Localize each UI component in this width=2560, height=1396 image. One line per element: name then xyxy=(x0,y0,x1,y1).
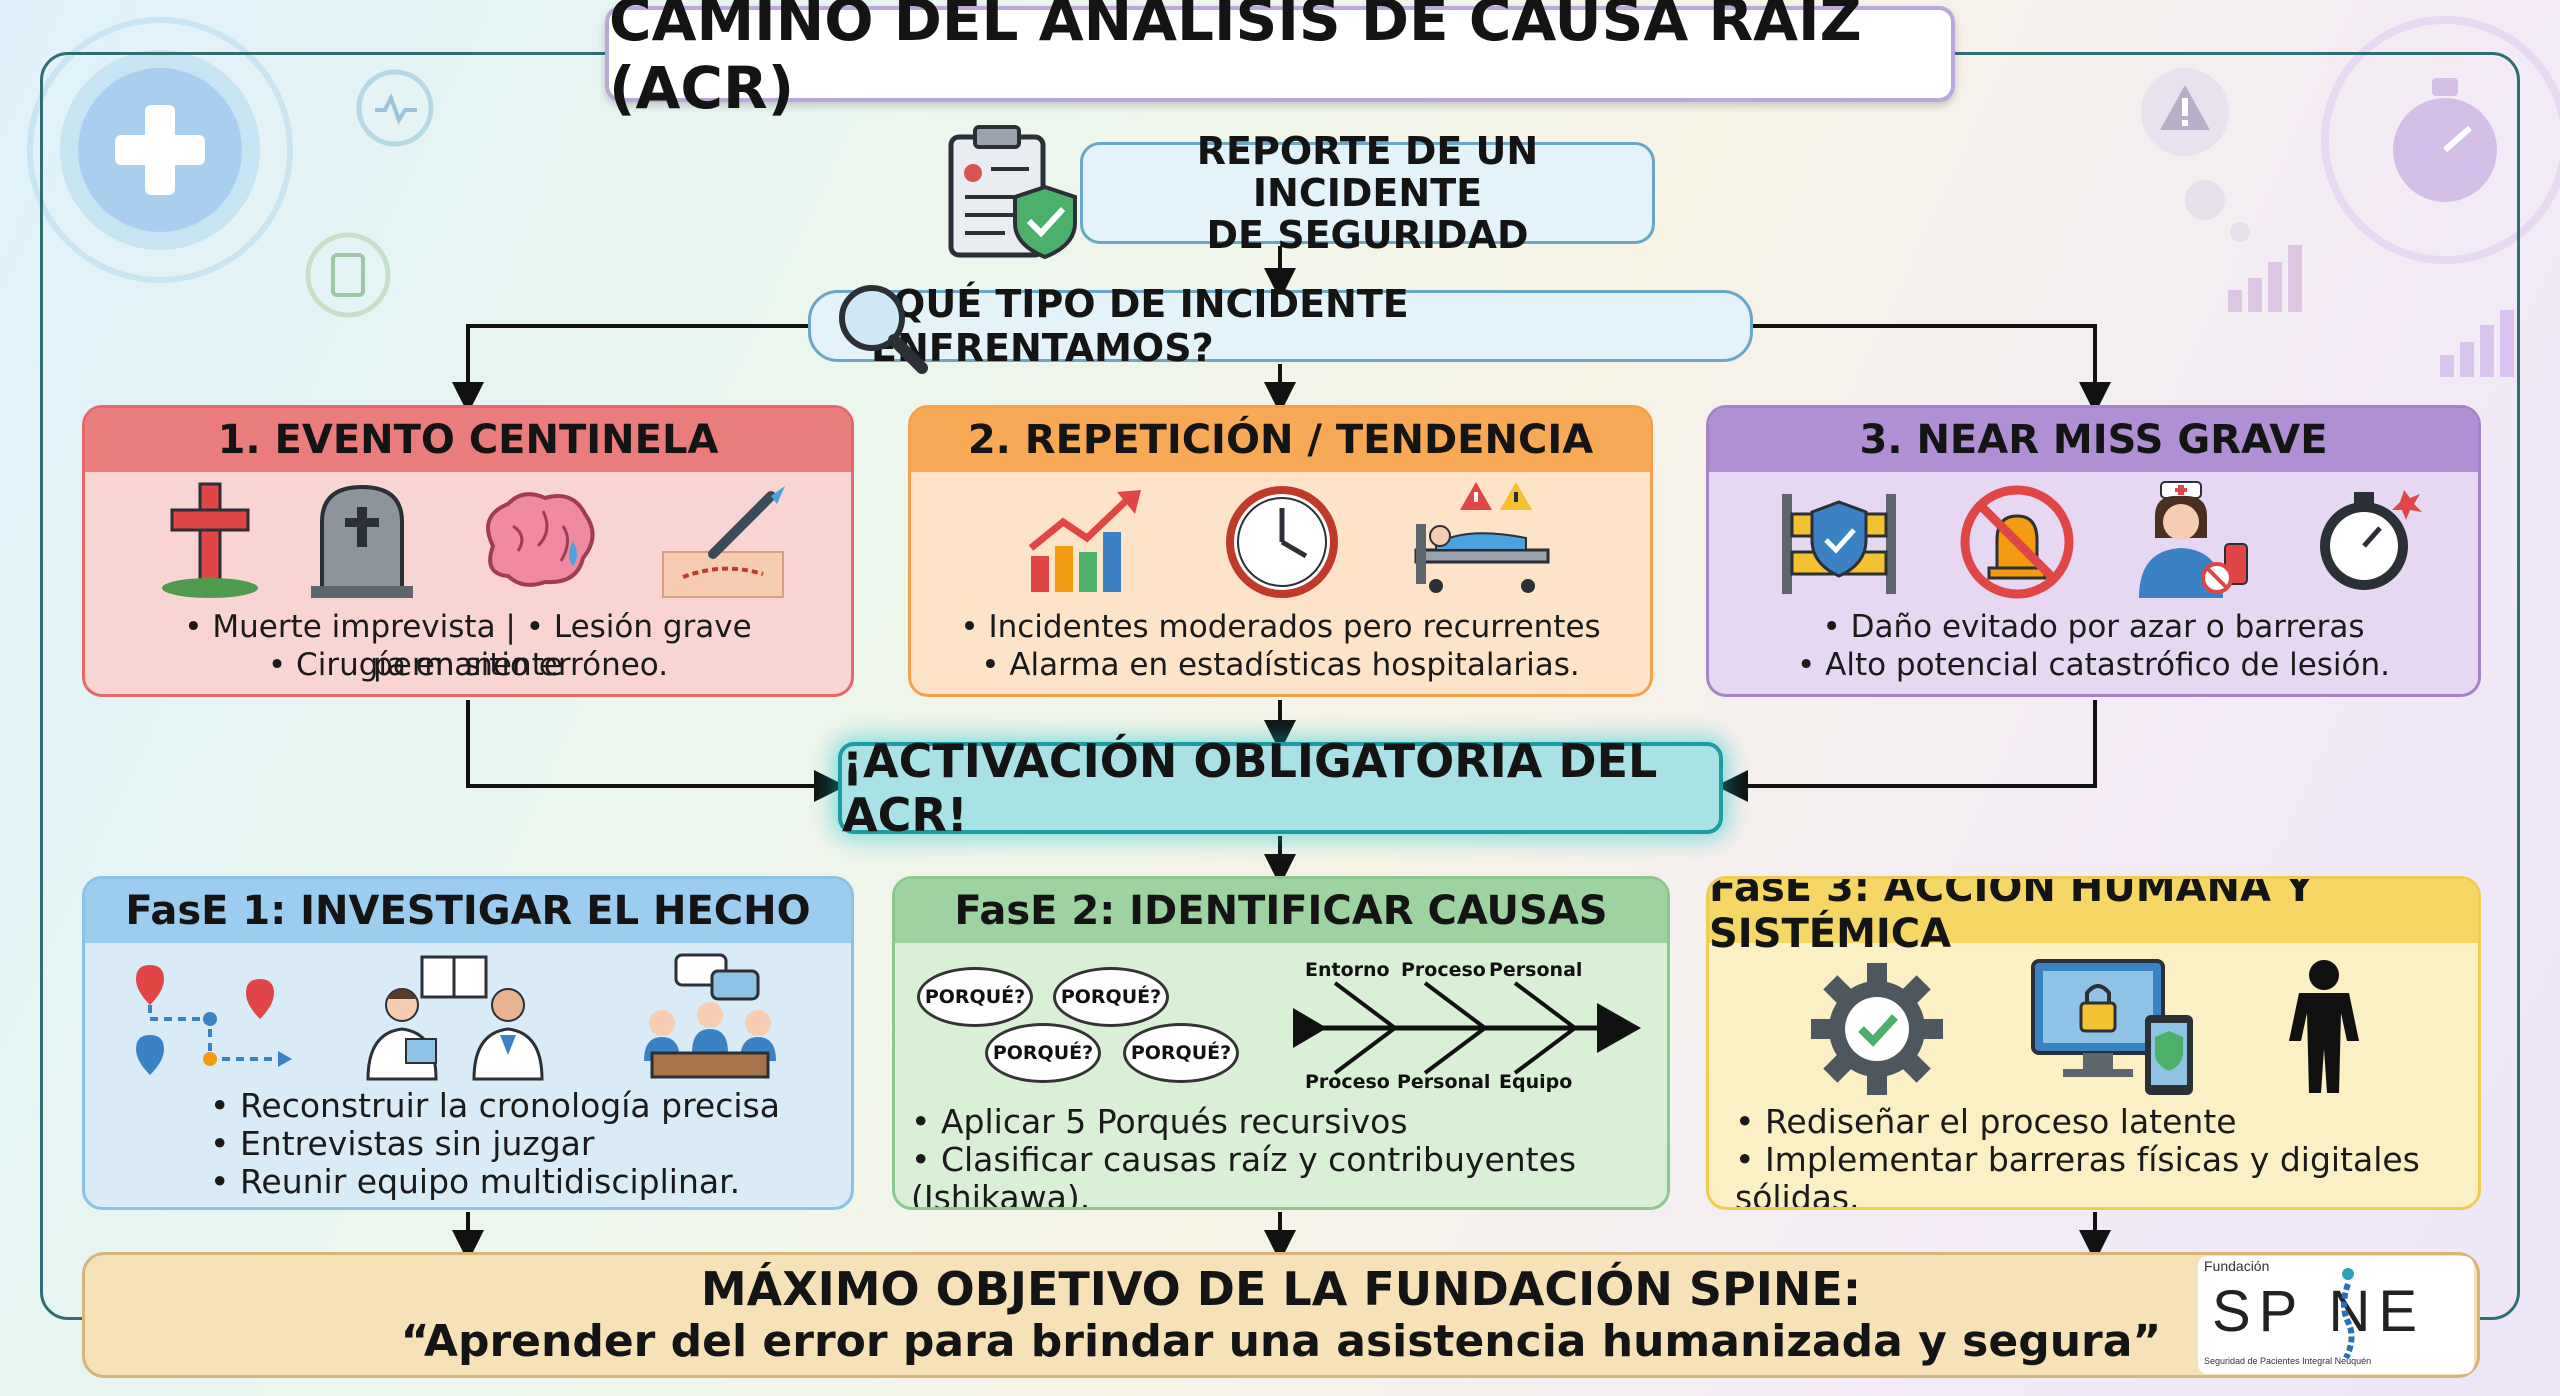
bar-chart-icon xyxy=(2228,245,2514,377)
category-title: 3. NEAR MISS GRAVE xyxy=(1709,408,2478,472)
fishbone-diagram xyxy=(1293,981,1641,1075)
page-title: CAMINO DEL ANÁLISIS DE CAUSA RAÍZ (ACR) xyxy=(605,0,1955,122)
category-line-1: • Daño evitado por azar o barreras xyxy=(1822,609,2365,645)
report-line-2: DE SEGURIDAD xyxy=(1206,213,1529,257)
phase-bullet: • Rediseñar el proceso latente xyxy=(1735,1102,2237,1141)
question-box: ¿QUÉ TIPO DE INCIDENTE ENFRENTAMOS? xyxy=(808,282,1753,370)
cross-grave-icon xyxy=(162,482,258,598)
category-title: 2. REPETICIÓN / TENDENCIA xyxy=(911,408,1650,472)
nurse-icon xyxy=(2139,481,2248,598)
computer-lock-icon xyxy=(2031,959,2193,1095)
category-card-repetition: 2. REPETICIÓN / TENDENCIA • Incidentes m… xyxy=(908,405,1653,697)
map-route-icon xyxy=(136,965,292,1075)
goal-banner: MÁXIMO OBJETIVO DE LA FUNDACIÓN SPINE: “… xyxy=(82,1252,2480,1378)
category-card-sentinel: 1. EVENTO CENTINELA • Muerte imprevista … xyxy=(82,405,854,697)
activation-banner: ¡ACTIVACIÓN OBLIGATORIA DEL ACR! xyxy=(838,734,1723,842)
phase-bullet: • Entrevistas sin juzgar xyxy=(210,1124,595,1163)
brain-icon xyxy=(486,492,595,587)
phase-card-causes: FasE 2: IDENTIFICAR CAUSAS PORQUÉ? PORQU… xyxy=(892,876,1670,1210)
logo-wordmark: SP NE xyxy=(2212,1279,2426,1344)
report-box: REPORTE DE UN INCIDENTE DE SEGURIDAD xyxy=(1080,130,1655,256)
why-bubble: PORQUÉ? xyxy=(917,967,1033,1027)
team-meeting-icon xyxy=(644,953,776,1079)
spine-logo: Fundación SP NE Seguridad de Pacientes I… xyxy=(2198,1256,2474,1374)
magnifier-icon xyxy=(839,285,928,374)
why-bubble: PORQUÉ? xyxy=(1123,1023,1239,1083)
phase-title: FasE 1: INVESTIGAR EL HECHO xyxy=(85,879,851,943)
tombstone-icon xyxy=(311,484,413,598)
goal-quote: “Aprender del error para brindar una asi… xyxy=(400,1316,2162,1367)
phase-card-investigate: FasE 1: INVESTIGAR EL HECHO xyxy=(82,876,854,1210)
fishbone-bottom-label: Equipo xyxy=(1499,1071,1573,1093)
category-line-2: • Cirugía en sitio erróneo. xyxy=(267,647,669,683)
phase-bullet: • Reunir equipo multidisciplinar. xyxy=(210,1162,741,1201)
no-alarm-icon xyxy=(1960,485,2074,599)
category-line-2: • Alto potencial catastrófico de lesión. xyxy=(1796,647,2390,683)
report-line-1: REPORTE DE UN INCIDENTE xyxy=(1196,129,1539,215)
clipboard-icon xyxy=(305,232,391,318)
scalpel-icon xyxy=(662,486,785,598)
spine-icon xyxy=(2341,1268,2355,1360)
category-title: 1. EVENTO CENTINELA xyxy=(85,408,851,472)
fishbone-top-label: Proceso xyxy=(1401,959,1486,981)
why-bubble: PORQUÉ? xyxy=(1053,967,1169,1027)
gear-check-icon xyxy=(1811,963,1943,1095)
interview-icon xyxy=(366,955,544,1081)
fishbone-top-label: Entorno xyxy=(1305,959,1390,981)
trend-chart-icon xyxy=(1028,490,1141,592)
goal-heading: MÁXIMO OBJETIVO DE LA FUNDACIÓN SPINE: xyxy=(700,1262,1862,1316)
heart-monitor-icon xyxy=(356,69,434,147)
warning-icon xyxy=(2141,68,2229,156)
barrier-shield-icon xyxy=(1782,494,1896,594)
phase-bullet: • Reconstruir la cronología precisa xyxy=(210,1086,780,1125)
category-line-1: • Incidentes moderados pero recurrentes xyxy=(960,609,1601,645)
phase-bullet: • Implementar barreras físicas y digital… xyxy=(1735,1140,2420,1210)
phase-bullet: • Aplicar 5 Porqués recursivos xyxy=(911,1102,1408,1141)
why-bubble: PORQUÉ? xyxy=(985,1023,1101,1083)
shield-check-icon xyxy=(1013,184,1077,260)
medical-cross-icon xyxy=(27,17,293,283)
stopwatch-icon xyxy=(2321,16,2560,264)
fishbone-top-label: Personal xyxy=(1489,959,1583,981)
patient-bed-icon xyxy=(1414,482,1550,593)
timer-icon xyxy=(2320,490,2422,590)
phase-title: FasE 3: ACCIÓN HUMANA Y SISTÉMICA xyxy=(1709,879,2478,957)
report-clipboard-icon xyxy=(948,125,1077,260)
category-line-1: • Muerte imprevista | • Lesión grave per… xyxy=(184,609,752,683)
phase-bullet: • Clasificar causas raíz y contribuyente… xyxy=(911,1140,1577,1210)
category-card-near-miss: 3. NEAR MISS GRAVE xyxy=(1706,405,2481,697)
clock-icon xyxy=(1226,486,1338,598)
fishbone-bottom-label: Personal xyxy=(1397,1071,1491,1093)
phase-title: FasE 2: IDENTIFICAR CAUSAS xyxy=(895,879,1667,943)
category-line-2: • Alarma en estadísticas hospitalarias. xyxy=(981,647,1580,683)
fishbone-bottom-label: Proceso xyxy=(1305,1071,1390,1093)
phase-card-action: FasE 3: ACCIÓN HUMANA Y SISTÉMICA xyxy=(1706,876,2481,1210)
logo-top-text: Fundación xyxy=(2204,1258,2270,1274)
person-silhouette-icon xyxy=(2289,960,2359,1093)
logo-bottom-text: Seguridad de Pacientes Integral Neuquén xyxy=(2204,1356,2372,1366)
